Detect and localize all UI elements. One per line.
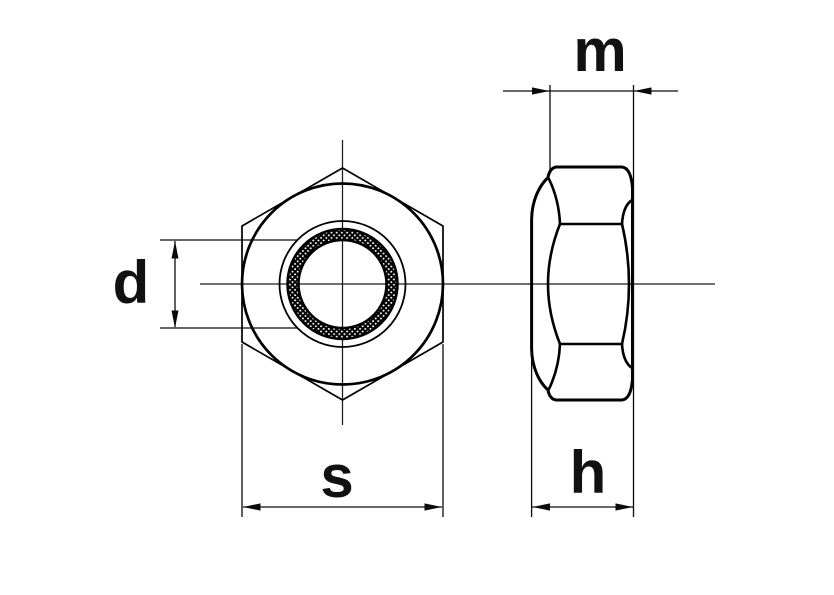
h-arrow-left-icon (532, 503, 550, 511)
h-arrow-right-icon (615, 503, 633, 511)
corner-arc-top-left (547, 177, 562, 226)
s-label: s (320, 443, 353, 510)
h-label: h (570, 439, 607, 506)
m-arrow-left-icon (532, 87, 550, 95)
m-arrow-right-icon (634, 87, 652, 95)
corner-arc-bottom-right (620, 342, 634, 370)
d-arrow-up-icon (171, 241, 179, 259)
s-arrow-left-icon (243, 503, 261, 511)
chamfer-circle (240, 182, 445, 386)
insert-pocket-circle (278, 220, 407, 348)
front-view: d s (113, 140, 715, 517)
side-outline (530, 165, 634, 402)
hex-outline (241, 167, 444, 401)
corner-arc-bottom-left (547, 342, 562, 391)
bore-circle (297, 238, 388, 330)
d-arrow-down-icon (171, 310, 179, 328)
facet-arc-right (620, 222, 631, 346)
dimension-h: h (530, 352, 634, 517)
side-view: m h (503, 17, 678, 517)
dimension-s: s (241, 344, 444, 517)
insert-outer-edge (286, 227, 399, 341)
facet-arc-left (546, 222, 562, 346)
dimension-d: d (113, 239, 298, 329)
corner-arc-top-right (620, 198, 634, 226)
m-label: m (573, 17, 626, 84)
dimension-m: m (503, 17, 678, 517)
s-arrow-right-icon (424, 503, 442, 511)
d-label: d (113, 249, 150, 316)
